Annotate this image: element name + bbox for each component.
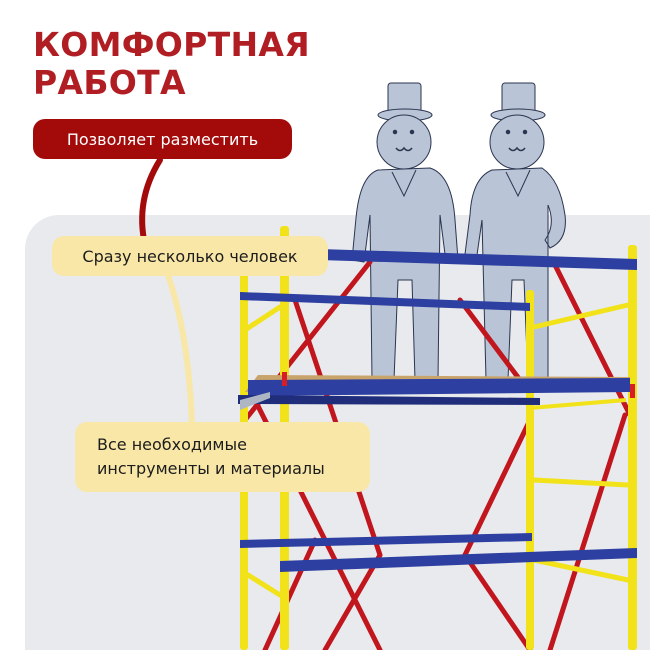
callout-tools-line-2: инструменты и материалы <box>97 459 325 478</box>
title-line-1: КОМФОРТНАЯ <box>33 25 310 64</box>
gentleman-figure-left <box>351 82 459 381</box>
gentleman-figure-right <box>463 82 566 381</box>
callout-tools: Все необходимые инструменты и материалы <box>75 422 370 492</box>
callout-tools-line-1: Все необходимые <box>97 435 247 454</box>
main-callout-text: Позволяет разместить <box>66 129 259 149</box>
callout-people: Сразу несколько человек <box>52 236 328 276</box>
page-title: КОМФОРТНАЯ РАБОТА <box>33 26 310 102</box>
callout-people-text: Сразу несколько человек <box>82 246 298 266</box>
main-callout: Позволяет разместить <box>33 119 292 159</box>
title-line-2: РАБОТА <box>33 63 186 102</box>
